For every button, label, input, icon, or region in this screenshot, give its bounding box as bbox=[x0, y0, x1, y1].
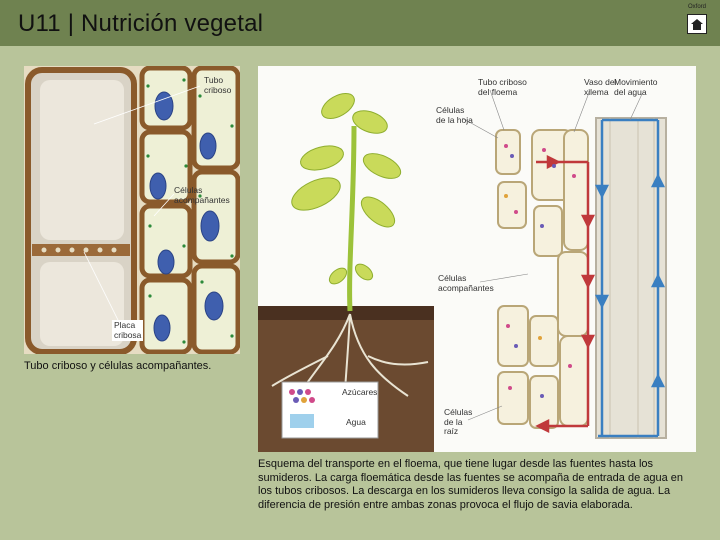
label-water-movement: Movimiento del agua bbox=[614, 78, 657, 97]
label-sieve-tube: Tubo criboso bbox=[204, 76, 231, 95]
label-companion-cells-right: Células acompañantes bbox=[438, 274, 494, 293]
label-leaf-cells: Células de la hoja bbox=[436, 106, 473, 125]
legend-water: Agua bbox=[346, 418, 366, 428]
legend-sugars: Azúcares bbox=[342, 388, 377, 398]
page-title: U11 | Nutrición vegetal bbox=[18, 10, 263, 38]
right-figure-caption: Esquema del transporte en el floema, que… bbox=[258, 458, 698, 512]
home-icon bbox=[687, 14, 707, 34]
label-sieve-tube-phloem: Tubo criboso del floema bbox=[478, 78, 527, 97]
logo-text: Oxford bbox=[684, 4, 710, 10]
sieve-tube-illustration: Tubo criboso Células acompañantes Placa … bbox=[24, 66, 240, 354]
left-figure-caption: Tubo criboso y células acompañantes. bbox=[24, 360, 211, 374]
label-root-cells: Células de la raíz bbox=[444, 408, 472, 437]
phloem-transport-diagram: Tubo criboso del floema Vaso del xilema … bbox=[258, 66, 696, 452]
label-xylem-vessel: Vaso del xilema bbox=[584, 78, 616, 97]
label-sieve-plate: Placa cribosa bbox=[112, 320, 143, 341]
title-bar: U11 | Nutrición vegetal Oxford bbox=[0, 0, 720, 46]
label-companion-cells: Células acompañantes bbox=[174, 186, 230, 205]
publisher-logo[interactable]: Oxford bbox=[684, 4, 710, 38]
